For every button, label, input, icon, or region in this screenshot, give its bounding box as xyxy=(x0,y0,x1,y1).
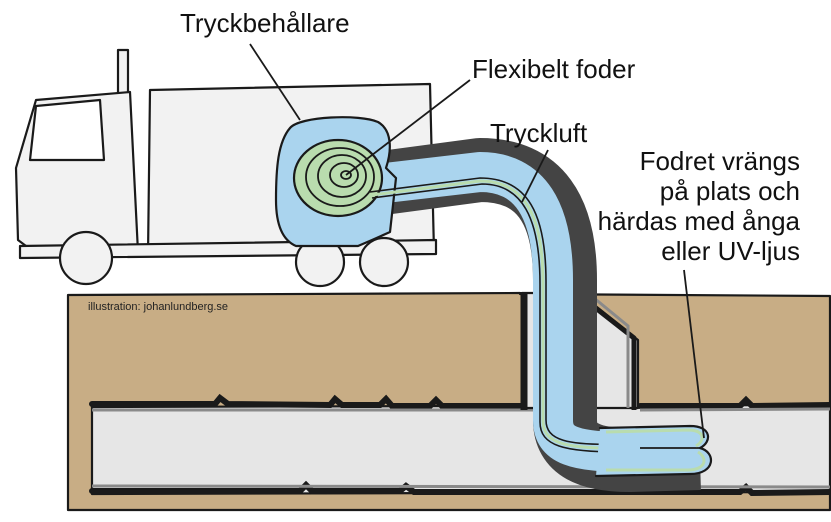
hose-inner-water xyxy=(357,152,700,472)
liner-coil-4 xyxy=(329,162,359,188)
liner-coil-core xyxy=(340,170,352,180)
everted-liner-green xyxy=(605,428,706,472)
everted-liner xyxy=(594,424,713,478)
liner-green-band xyxy=(371,179,697,450)
label-liner-note-2: på plats och xyxy=(660,176,800,206)
pipe-bottom-inner xyxy=(91,484,831,489)
liner-path xyxy=(369,177,713,478)
pipe-top-inner xyxy=(92,407,831,412)
liner-coil-outer xyxy=(292,138,384,218)
leader-lines xyxy=(249,43,705,439)
liner-strand-1 xyxy=(369,177,701,446)
truck-windshield xyxy=(28,98,106,162)
liner-coil-2 xyxy=(305,147,375,207)
label-liner-note-1: Fodret vrängs xyxy=(640,146,800,176)
hose xyxy=(355,138,701,492)
label-pressure-vessel: Tryckbehållare xyxy=(180,8,350,38)
label-liner-note-3: härdas med ånga xyxy=(598,206,801,236)
label-compressed-air: Tryckluft xyxy=(490,118,588,148)
sewer-pipe xyxy=(90,403,831,496)
liner-coil-3 xyxy=(317,154,367,198)
truck-wheel-rear-2 xyxy=(358,236,410,288)
liner-strand-2 xyxy=(371,183,690,453)
ground xyxy=(66,291,831,512)
leader-pressure-vessel xyxy=(249,43,301,121)
credit-text: illustration: johanlundberg.se xyxy=(88,301,228,313)
truck-wheel-front xyxy=(58,230,114,286)
pipe-top-wall xyxy=(89,393,543,409)
manhole-right-inner xyxy=(593,296,630,408)
leader-liner-note xyxy=(683,269,705,439)
pipe-top-wall-right xyxy=(637,395,831,410)
leader-flexible-liner xyxy=(345,79,471,176)
leader-compressed-air xyxy=(521,149,549,203)
label-liner-note-4: eller UV-ljus xyxy=(661,236,800,266)
pressure-vessel xyxy=(274,116,398,248)
label-flexible-liner: Flexibelt foder xyxy=(472,54,636,84)
